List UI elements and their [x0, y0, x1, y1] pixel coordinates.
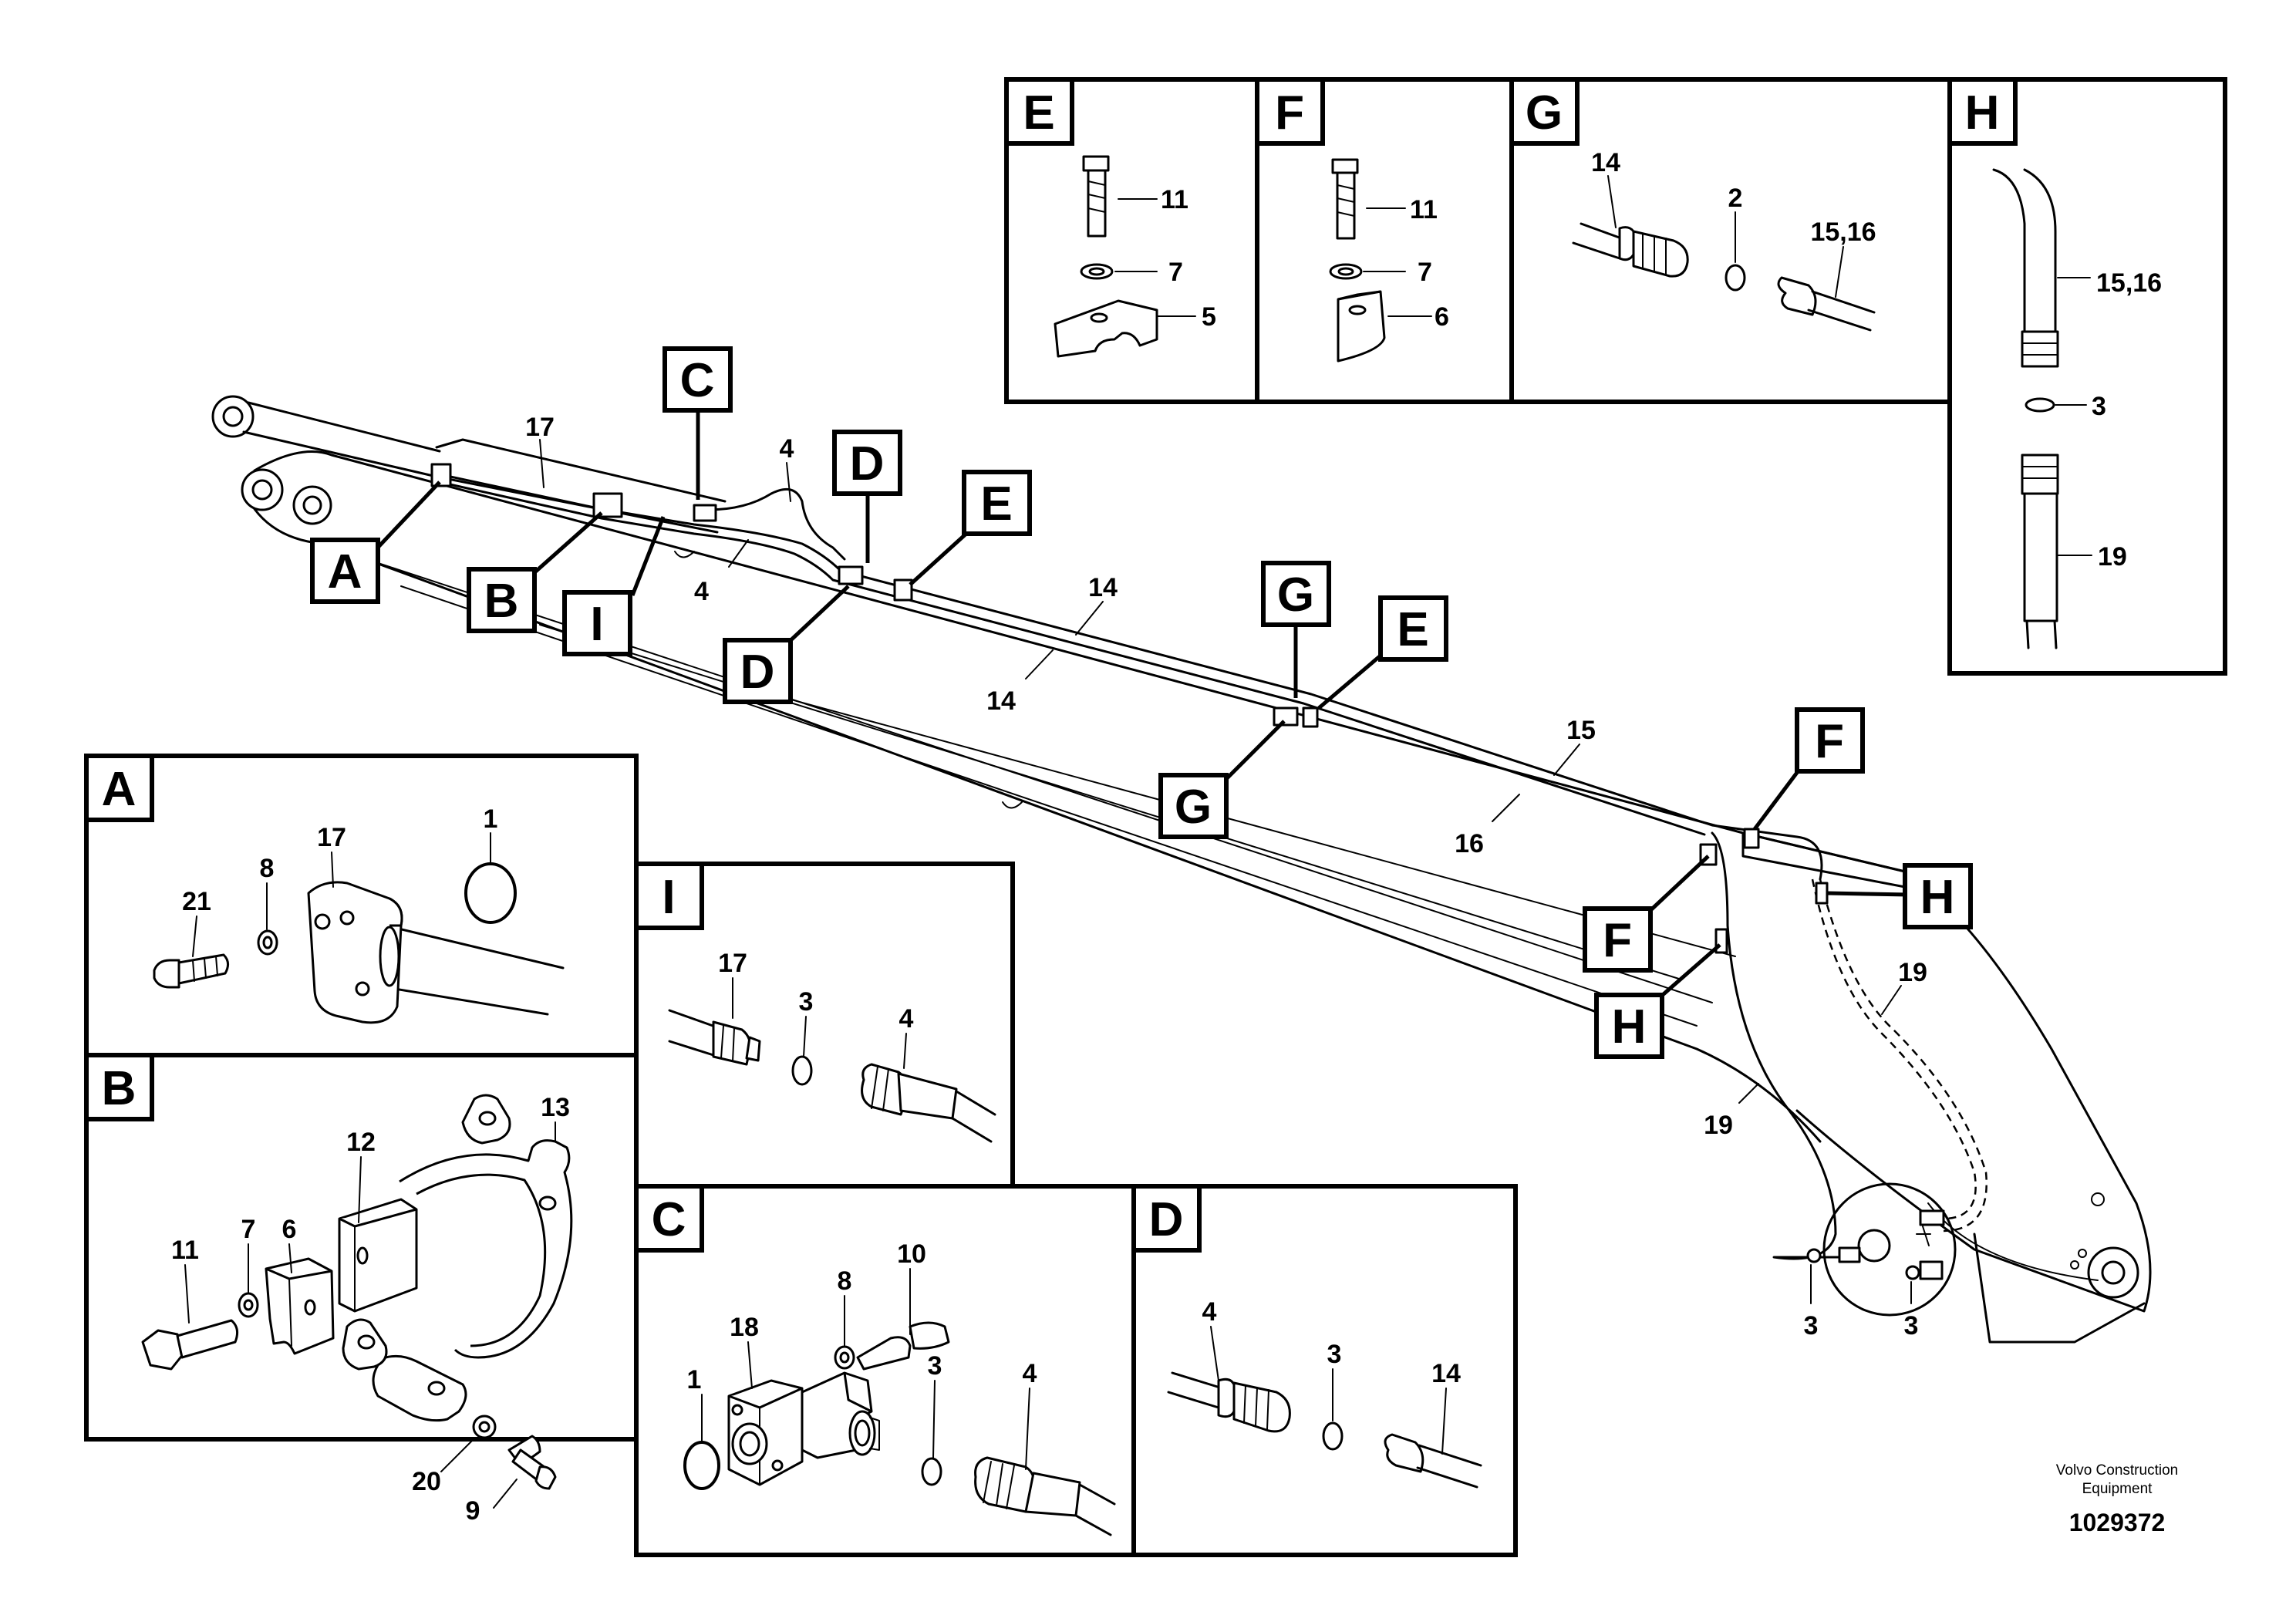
callout-G-upper: G [1261, 561, 1331, 698]
maker-line-2: Equipment [2082, 1481, 2153, 1497]
svg-text:G: G [1175, 781, 1212, 834]
svg-text:4: 4 [1202, 1297, 1217, 1327]
svg-text:8: 8 [838, 1266, 852, 1296]
svg-text:16: 16 [1455, 829, 1484, 858]
svg-text:3: 3 [1327, 1340, 1342, 1369]
callout-G-lower: G [1158, 720, 1286, 839]
svg-text:11: 11 [1410, 195, 1438, 224]
detail-H: H 15,16 3 19 [1947, 77, 2227, 676]
callout-F-upper: F [1753, 707, 1865, 831]
svg-text:E: E [1397, 603, 1428, 656]
detail-G: G 14 2 15,16 [1509, 77, 1952, 404]
callout-D-lower: D [723, 585, 850, 704]
svg-text:15: 15 [1566, 716, 1596, 745]
svg-text:12: 12 [346, 1128, 376, 1157]
svg-text:13: 13 [541, 1093, 570, 1122]
svg-text:D: D [850, 437, 885, 491]
svg-text:17: 17 [525, 413, 555, 442]
svg-text:E: E [1023, 86, 1054, 140]
svg-text:14: 14 [1591, 148, 1620, 177]
svg-text:11: 11 [1161, 185, 1188, 214]
detail-C: C 1 18 8 10 [634, 1184, 1136, 1557]
document-number: 1029372 [2069, 1509, 2166, 1536]
svg-text:9: 9 [466, 1496, 480, 1526]
svg-text:D: D [1149, 1193, 1184, 1246]
detail-F: F 11 7 6 [1255, 77, 1514, 404]
svg-text:10: 10 [897, 1239, 926, 1269]
svg-text:B: B [102, 1062, 137, 1115]
svg-text:E: E [980, 477, 1012, 531]
svg-text:A: A [102, 763, 137, 816]
svg-text:H: H [1920, 871, 1955, 924]
svg-text:D: D [740, 646, 775, 699]
svg-text:17: 17 [718, 949, 747, 978]
svg-text:F: F [1603, 914, 1632, 967]
svg-text:6: 6 [282, 1215, 297, 1244]
svg-text:15,16: 15,16 [1810, 218, 1876, 247]
svg-text:A: A [328, 545, 362, 599]
svg-text:4: 4 [1023, 1359, 1037, 1388]
callout-C: C [663, 346, 733, 500]
callout-I: I [562, 516, 666, 656]
svg-text:H: H [1612, 1000, 1647, 1054]
maker-line-1: Volvo Construction [2056, 1462, 2178, 1479]
svg-text:14: 14 [1431, 1359, 1461, 1388]
svg-text:H: H [1965, 86, 2000, 140]
callout-H-left: H [1594, 943, 1721, 1059]
svg-text:1: 1 [687, 1365, 702, 1394]
svg-text:6: 6 [1435, 302, 1449, 332]
detail-B: B 11 7 6 [84, 1053, 639, 1526]
svg-text:G: G [1526, 86, 1563, 140]
svg-text:14: 14 [986, 686, 1016, 716]
main-part-labels: 17 4 4 14 14 15 16 19 19 3 3 [525, 413, 1927, 1340]
svg-text:19: 19 [2098, 542, 2127, 572]
callout-E-upper: E [909, 470, 1032, 586]
svg-text:7: 7 [1418, 258, 1432, 287]
svg-text:3: 3 [1904, 1311, 1919, 1340]
callout-F-lower: F [1583, 855, 1710, 973]
svg-text:19: 19 [1704, 1111, 1733, 1140]
svg-text:4: 4 [780, 434, 794, 464]
svg-text:4: 4 [694, 577, 709, 606]
detail-E: E 11 7 5 [1004, 77, 1259, 404]
svg-text:C: C [652, 1193, 686, 1246]
svg-text:19: 19 [1898, 958, 1927, 987]
detail-I: I 17 3 4 [634, 862, 1015, 1189]
svg-text:C: C [680, 354, 715, 407]
callout-D-upper: D [832, 430, 902, 563]
svg-text:I: I [662, 871, 675, 924]
svg-text:I: I [590, 598, 603, 651]
svg-text:3: 3 [928, 1351, 942, 1381]
svg-text:1: 1 [484, 804, 498, 834]
detail-A: A 1 8 17 21 [84, 754, 639, 1057]
svg-text:20: 20 [412, 1467, 441, 1496]
svg-text:3: 3 [799, 987, 814, 1017]
svg-text:G: G [1277, 568, 1314, 622]
hydraulic-lines [430, 463, 1988, 1280]
svg-text:18: 18 [730, 1313, 759, 1342]
detail-D: D 4 3 14 [1131, 1184, 1518, 1557]
callout-B: B [467, 511, 603, 633]
svg-text:F: F [1275, 86, 1304, 140]
svg-text:3: 3 [1804, 1311, 1819, 1340]
svg-text:8: 8 [260, 854, 275, 883]
svg-text:7: 7 [241, 1215, 256, 1244]
svg-text:2: 2 [1728, 184, 1743, 213]
svg-text:11: 11 [171, 1236, 199, 1265]
svg-text:14: 14 [1088, 573, 1118, 602]
svg-text:3: 3 [2092, 392, 2106, 421]
svg-text:15,16: 15,16 [2096, 268, 2162, 298]
svg-text:5: 5 [1202, 302, 1216, 332]
svg-text:7: 7 [1168, 258, 1183, 287]
footer: Volvo Construction Equipment 1029372 [2056, 1462, 2178, 1536]
callout-A: A [310, 481, 441, 604]
svg-text:4: 4 [899, 1004, 914, 1034]
svg-text:17: 17 [317, 823, 346, 852]
callout-E-lower: E [1317, 595, 1448, 710]
svg-text:B: B [484, 575, 519, 628]
callout-H-right: H [1827, 863, 1973, 929]
svg-text:F: F [1815, 715, 1844, 768]
svg-text:21: 21 [182, 887, 211, 916]
